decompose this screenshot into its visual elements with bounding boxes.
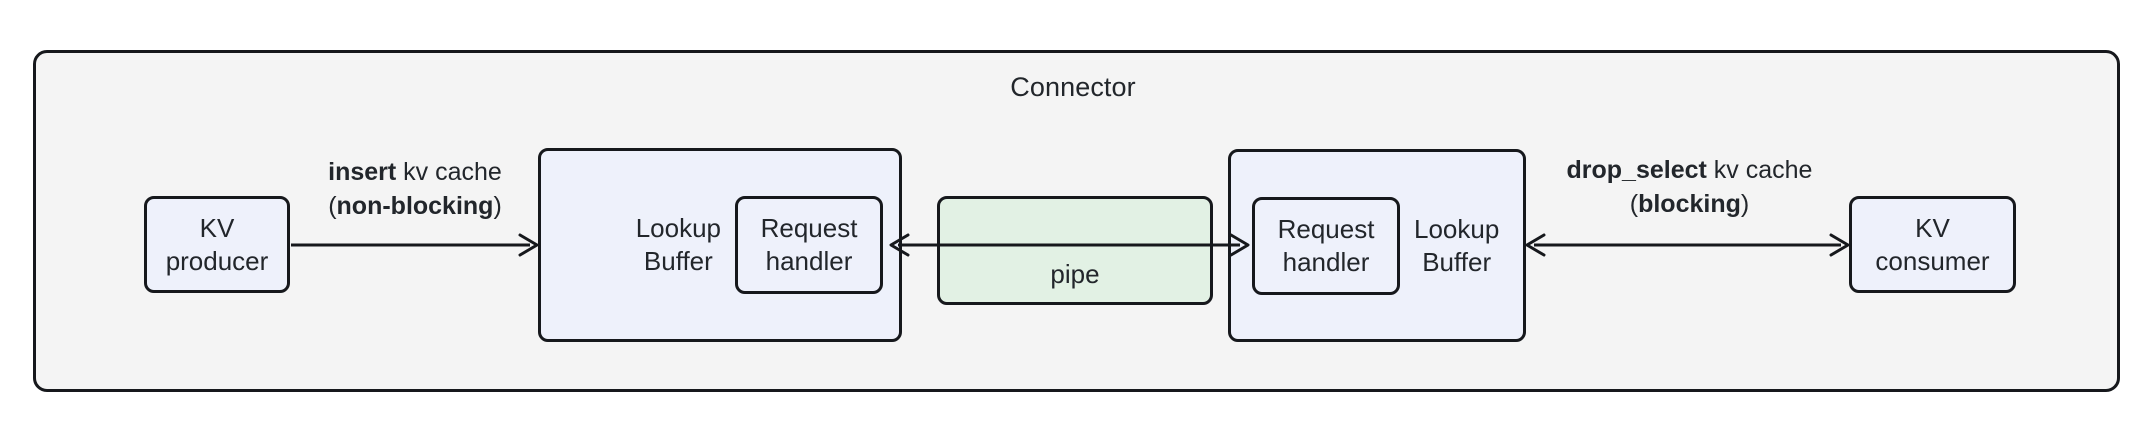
lookup-buffer-right-label: Lookup Buffer (1414, 213, 1500, 277)
kv-consumer-label: KV consumer (1875, 212, 1990, 276)
insert-edge-label-text: kv cache (396, 158, 502, 186)
request-handler-left-node[interactable]: Request handler (735, 196, 883, 294)
request-handler-right-node[interactable]: Request handler (1252, 196, 1400, 295)
insert-paren-close: ) (493, 192, 502, 220)
drop-select-edge-label-line2: (blocking) (1512, 187, 1867, 221)
connector-title: Connector (1010, 72, 1136, 102)
drop-select-edge-label-text: kv cache (1706, 156, 1813, 184)
insert-edge-label-keyword: insert (328, 158, 397, 186)
insert-edge-label-line2: (non-blocking) (230, 189, 600, 223)
pipe-node[interactable]: pipe (937, 196, 1213, 305)
insert-edge-label: insert kv cache (non-blocking) (230, 155, 600, 223)
insert-edge-label-line1: insert kv cache (230, 155, 600, 189)
lookup-buffer-left-node[interactable]: Lookup Buffer Request handler (538, 148, 902, 342)
drop-select-edge-label-mode: blocking (1638, 190, 1741, 218)
insert-paren-open: ( (328, 192, 337, 220)
lookup-buffer-left-label: Lookup Buffer (635, 213, 721, 276)
lookup-buffer-right-node[interactable]: Lookup Buffer Request handler (1228, 149, 1526, 342)
drop-select-edge-label: drop_select kv cache (blocking) (1512, 153, 1867, 221)
drop-paren-open: ( (1629, 190, 1639, 218)
pipe-label: pipe (1050, 259, 1100, 289)
drop-paren-close: ) (1740, 190, 1750, 218)
insert-edge-label-mode: non-blocking (336, 192, 494, 220)
kv-consumer-node[interactable]: KV consumer (1849, 196, 2016, 293)
drop-select-edge-label-keyword: drop_select (1566, 156, 1707, 184)
drop-select-edge-label-line1: drop_select kv cache (1512, 153, 1867, 187)
